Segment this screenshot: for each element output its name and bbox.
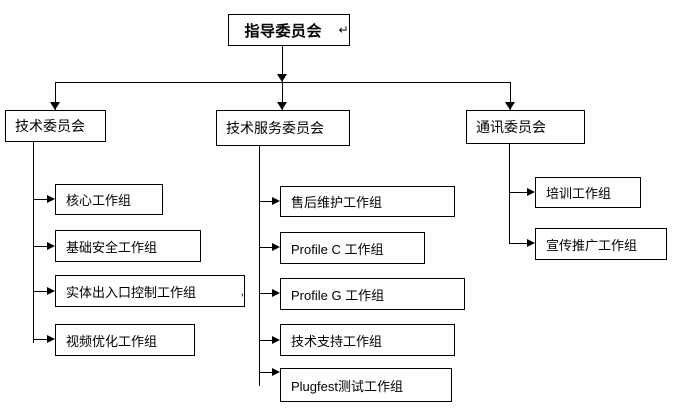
node-profile-c-workgroup[interactable]: Profile C 工作组 [280,232,425,264]
arrowhead-tech-service-icon [277,102,287,110]
node-promotion-workgroup-label: 宣传推广工作组 [546,237,638,253]
arrowhead-comms-icon [505,102,515,110]
node-steering-committee[interactable]: 指导委员会 ↵ [228,14,350,46]
arrowhead-ts-1-icon [272,197,280,205]
connector-branch-comms-1 [509,192,527,193]
arrowhead-tech-2-icon [47,242,55,250]
node-comms-committee[interactable]: 通讯委员会 [466,110,585,144]
connector-branch-ts-5 [259,372,272,373]
node-technical-support-workgroup[interactable]: 技术支持工作组 [280,324,455,356]
node-tech-committee[interactable]: 技术委员会 [5,110,106,142]
node-tech-committee-label: 技术委员会 [15,118,85,134]
connector-bus-drop-tech [55,82,56,110]
arrowhead-ts-3-icon [272,289,280,297]
node-basic-security-workgroup-label: 基础安全工作组 [66,239,158,255]
node-video-optimization-workgroup[interactable]: 视频优化工作组 [55,324,195,356]
connector-branch-comms-2 [509,243,527,244]
connector-trunk-tech-service [259,146,260,386]
connector-bus-drop-tech-service [282,82,283,110]
pilcrow-mark: ↵ [338,23,349,37]
arrowhead-tech-3-icon [47,287,55,295]
node-after-sales-maintenance-workgroup-label: 售后维护工作组 [291,195,383,210]
node-video-optimization-workgroup-label: 视频优化工作组 [66,333,158,349]
arrowhead-tech-4-icon [47,335,55,343]
node-profile-g-workgroup-label: Profile G 工作组 [291,287,385,303]
arrowhead-tech-icon [50,102,60,110]
connector-branch-tech-2 [33,246,47,247]
arrowhead-ts-5-icon [272,368,280,376]
node-promotion-workgroup[interactable]: 宣传推广工作组 [535,228,667,260]
arrowhead-ts-2-icon [272,243,280,251]
connector-trunk-tech [33,142,34,343]
node-training-workgroup[interactable]: 培训工作组 [535,177,641,208]
node-comms-committee-label: 通讯委员会 [476,119,546,135]
node-plugfest-testing-workgroup[interactable]: Plugfest测试工作组 [280,368,452,402]
connector-bus-drop-comms [510,82,511,110]
node-basic-security-workgroup[interactable]: 基础安全工作组 [55,230,201,262]
node-profile-g-workgroup[interactable]: Profile G 工作组 [280,278,465,310]
node-profile-c-workgroup-label: Profile C 工作组 [291,241,384,257]
node-physical-access-control-workgroup-label: 实体出入口控制工作组 [66,284,197,300]
arrowhead-root-to-bus-icon [277,74,287,82]
arrowhead-comms-2-icon [527,239,535,247]
arrowhead-comms-1-icon [527,188,535,196]
connector-branch-ts-1 [259,201,272,202]
connector-trunk-comms [509,144,510,244]
arrowhead-ts-4-icon [272,336,280,344]
connector-branch-ts-3 [259,293,272,294]
connector-branch-ts-4 [259,340,272,341]
node-technical-support-workgroup-label: 技术支持工作组 [291,333,383,349]
connector-root-stem [282,46,283,82]
node-tech-service-committee-label: 技术服务委员会 [226,120,324,136]
node-after-sales-maintenance-workgroup[interactable]: 售后维护工作组 [280,186,455,217]
node-core-workgroup-label: 核心工作组 [66,193,132,208]
node-plugfest-testing-workgroup-label: Plugfest测试工作组 [291,378,403,394]
node-training-workgroup-label: 培训工作组 [546,186,612,201]
connector-branch-ts-2 [259,247,272,248]
node-steering-committee-label: 指导委员会 [244,22,322,40]
trailing-mark: , [240,284,244,298]
connector-branch-tech-1 [33,199,47,200]
connector-branch-tech-4 [33,339,47,340]
node-core-workgroup[interactable]: 核心工作组 [55,184,163,215]
connector-branch-tech-3 [33,291,47,292]
node-physical-access-control-workgroup[interactable]: 实体出入口控制工作组 , [55,275,245,307]
node-tech-service-committee[interactable]: 技术服务委员会 [216,110,350,146]
arrowhead-tech-1-icon [47,195,55,203]
